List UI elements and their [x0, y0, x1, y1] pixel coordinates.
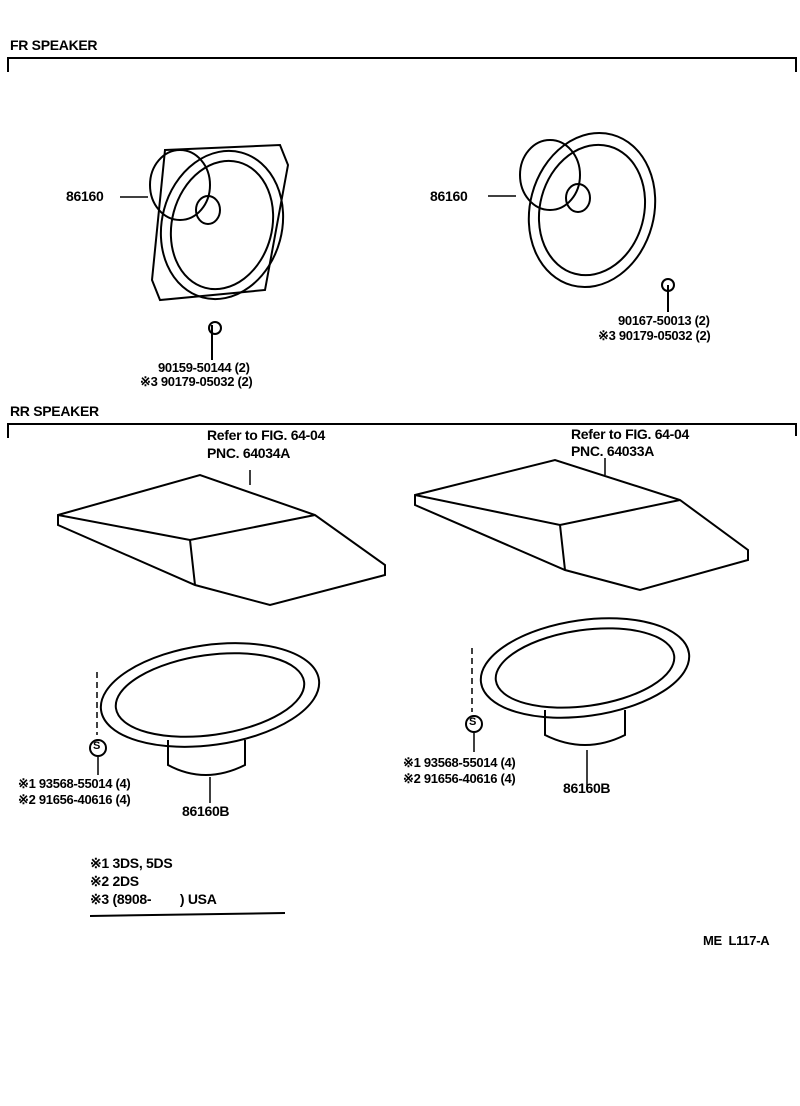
- rear-left-speaker-drawing: [89, 642, 321, 803]
- rear-left-refer: Refer to FIG. 64-04: [207, 427, 326, 443]
- front-right-screw: 90167-50013 (2): [618, 313, 710, 328]
- rear-right-fastener-2: ※2 91656-40616 (4): [403, 771, 516, 786]
- rear-right-fastener-1: ※1 93568-55014 (4): [403, 755, 516, 770]
- rear-left-pnc: PNC. 64034A: [207, 445, 291, 461]
- front-right-speaker-drawing: [488, 131, 675, 312]
- front-left-screw-alt: ※3 90179-05032 (2): [140, 374, 253, 389]
- rear-right-pnc: PNC. 64033A: [571, 443, 655, 459]
- rear-right-s-symbol: S: [469, 716, 477, 728]
- front-left-part-number: 86160: [66, 188, 104, 204]
- rear-section-bracket: [7, 423, 797, 438]
- note-2: ※2 2DS: [90, 873, 139, 889]
- rear-right-speaker-drawing: [465, 617, 691, 790]
- rear-left-fastener-2: ※2 91656-40616 (4): [18, 792, 131, 807]
- figure-code: ME L117-A: [703, 933, 770, 948]
- rear-right-grille-drawing: [414, 458, 749, 592]
- front-left-screw: 90159-50144 (2): [158, 360, 250, 375]
- rear-right-refer: Refer to FIG. 64-04: [571, 426, 690, 442]
- rear-left-fastener-1: ※1 93568-55014 (4): [18, 776, 131, 791]
- rear-right-part-number: 86160B: [563, 780, 611, 796]
- rear-left-part-number: 86160B: [182, 803, 230, 819]
- front-right-part-number: 86160: [430, 188, 468, 204]
- rear-section-title: RR SPEAKER: [10, 403, 99, 419]
- front-left-speaker-drawing: [120, 143, 290, 360]
- front-section-bracket: [7, 57, 797, 72]
- note-3: ※3 (8908- ) USA: [90, 891, 217, 907]
- note-1: ※1 3DS, 5DS: [90, 855, 173, 871]
- rear-left-s-symbol: S: [93, 740, 101, 752]
- notes-underline: [89, 912, 286, 917]
- front-right-screw-alt: ※3 90179-05032 (2): [598, 328, 711, 343]
- front-section-title: FR SPEAKER: [10, 37, 98, 53]
- rear-left-grille-drawing: [57, 470, 386, 607]
